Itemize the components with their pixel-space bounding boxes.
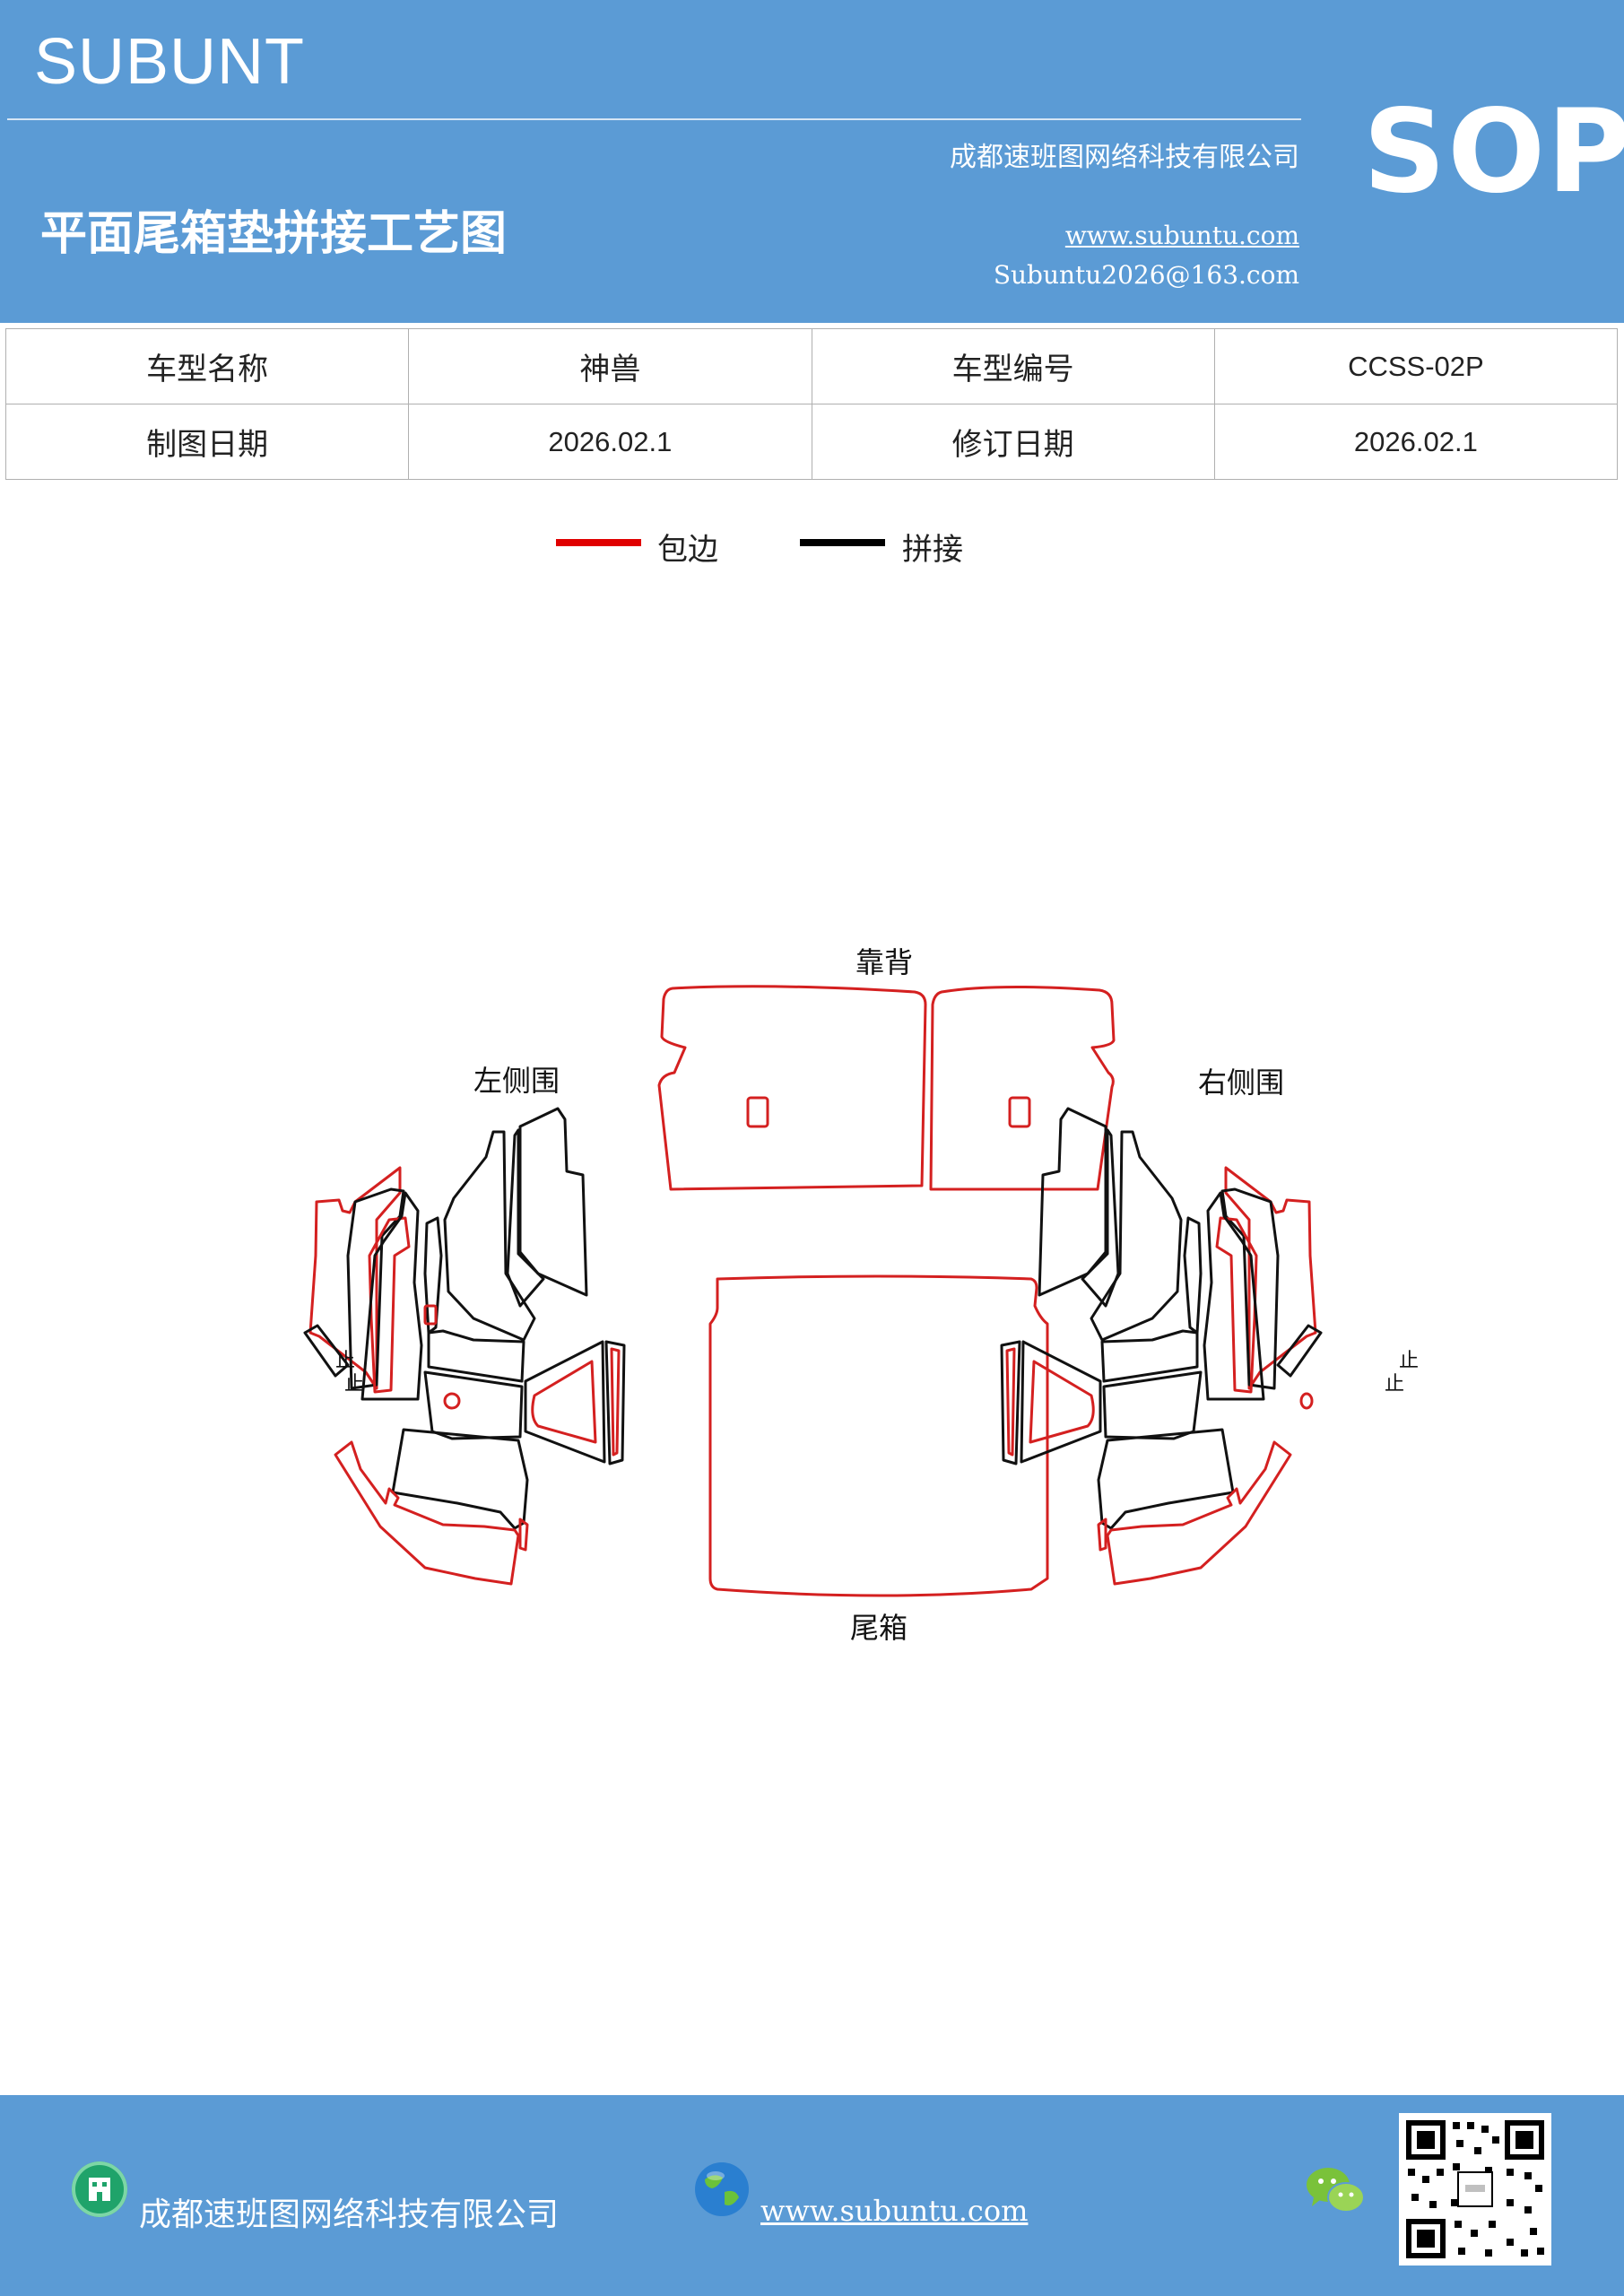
label-stop-right-1: 止 <box>1399 1350 1419 1372</box>
building-icon <box>72 2161 127 2217</box>
right-piece <box>1220 1187 1280 1390</box>
right-piece <box>1097 1518 1107 1552</box>
info-table: 车型名称 神兽 车型编号 CCSS-02P 制图日期 2026.02.1 修订日… <box>4 328 1619 480</box>
right-piece <box>1020 1340 1102 1464</box>
brand-name: SUBUNT <box>34 26 306 98</box>
legend-label-edge: 包边 <box>657 532 718 568</box>
right-piece <box>1005 1347 1016 1457</box>
right-piece <box>1215 1216 1258 1394</box>
left-piece <box>506 1128 545 1308</box>
email-address: Subuntu2026@163.com <box>993 260 1299 290</box>
backrest-left-slot <box>746 1096 769 1128</box>
legend-label-seam: 拼接 <box>902 532 963 568</box>
draw-date-value: 2026.02.1 <box>408 404 812 480</box>
label-stop-left-2: 止 <box>344 1373 364 1396</box>
left-piece <box>518 1107 588 1297</box>
left-piece <box>423 1216 443 1335</box>
footer-website-link[interactable]: www.subuntu.com <box>760 2194 1029 2228</box>
backrest-right-panel <box>929 985 1116 1191</box>
label-trunk: 尾箱 <box>850 1611 908 1645</box>
qr-code-image <box>1399 2113 1551 2266</box>
model-code-label: 车型编号 <box>811 328 1215 404</box>
wechat-icon <box>1305 2165 1368 2221</box>
left-piece <box>346 1187 405 1390</box>
document-title: 平面尾箱垫拼接工艺图 <box>40 206 508 261</box>
right-piece <box>1276 1324 1323 1378</box>
right-piece <box>1038 1107 1107 1297</box>
right-piece <box>1090 1130 1183 1342</box>
left-side-pieces <box>303 1107 626 1586</box>
footer-banner: 成都速班图网络科技有限公司 www.subuntu.com <box>0 2095 1624 2296</box>
label-left-side: 左侧围 <box>473 1064 560 1098</box>
left-triangle-inner <box>531 1360 597 1444</box>
right-piece <box>1000 1340 1021 1465</box>
model-code-value: CCSS-02P <box>1213 328 1619 404</box>
revision-date-label: 修订日期 <box>811 404 1215 480</box>
trunk-floor-panel <box>708 1274 1049 1597</box>
label-backrest: 靠背 <box>855 945 913 979</box>
left-piece <box>334 1440 520 1586</box>
right-piece <box>1097 1428 1235 1530</box>
right-side-pieces <box>1000 1107 1323 1586</box>
header-divider <box>7 118 1301 120</box>
left-piece <box>360 1191 423 1401</box>
left-piece <box>368 1216 411 1394</box>
model-name-label: 车型名称 <box>4 328 410 404</box>
left-piece <box>443 1130 536 1342</box>
left-piece <box>423 1370 524 1440</box>
model-name-value: 神兽 <box>408 328 812 404</box>
draw-date-label: 制图日期 <box>4 404 410 480</box>
backrest-left-panel <box>657 985 927 1191</box>
sop-label: SOP <box>1363 85 1624 219</box>
right-piece <box>1102 1370 1203 1440</box>
company-name: 成都速班图网络科技有限公司 <box>950 142 1299 173</box>
pattern-drawing: 靠背 左侧围 右侧围 尾箱 止 止 止 止 <box>303 945 1419 1645</box>
left-piece <box>303 1324 350 1378</box>
left-piece <box>391 1428 529 1530</box>
left-round-slot <box>443 1392 461 1410</box>
right-piece <box>1224 1166 1317 1390</box>
right-piece <box>1081 1128 1120 1308</box>
backrest-right-slot <box>1008 1096 1031 1128</box>
label-right-side: 右侧围 <box>1198 1065 1284 1100</box>
left-piece <box>518 1518 529 1552</box>
left-piece <box>524 1340 606 1464</box>
left-piece <box>427 1329 525 1383</box>
label-stop-right-2: 止 <box>1385 1373 1404 1396</box>
header-banner: SUBUNT 成都速班图网络科技有限公司 SOP 平面尾箱垫拼接工艺图 www.… <box>0 0 1624 323</box>
legend-swatch-edge <box>556 539 641 546</box>
table-row: 制图日期 2026.02.1 修订日期 2026.02.1 <box>4 404 1619 480</box>
left-small-slot <box>423 1304 438 1326</box>
right-piece <box>1106 1440 1292 1586</box>
table-row: 车型名称 神兽 车型编号 CCSS-02P <box>4 328 1619 404</box>
left-piece <box>308 1166 402 1390</box>
legend-swatch-seam <box>800 539 885 546</box>
right-triangle-inner <box>1029 1360 1095 1444</box>
left-piece <box>604 1340 626 1465</box>
right-piece <box>1203 1191 1265 1401</box>
right-round-slot <box>1299 1392 1314 1410</box>
right-piece <box>1183 1216 1203 1335</box>
globe-icon <box>692 2160 751 2222</box>
left-piece <box>610 1347 621 1457</box>
revision-date-value: 2026.02.1 <box>1213 404 1619 480</box>
right-piece <box>1100 1329 1199 1383</box>
label-stop-left-1: 止 <box>335 1350 355 1372</box>
footer-company-name: 成都速班图网络科技有限公司 <box>139 2196 560 2233</box>
website-link[interactable]: www.subuntu.com <box>1064 221 1299 250</box>
legend: 包边 拼接 <box>0 525 1624 570</box>
